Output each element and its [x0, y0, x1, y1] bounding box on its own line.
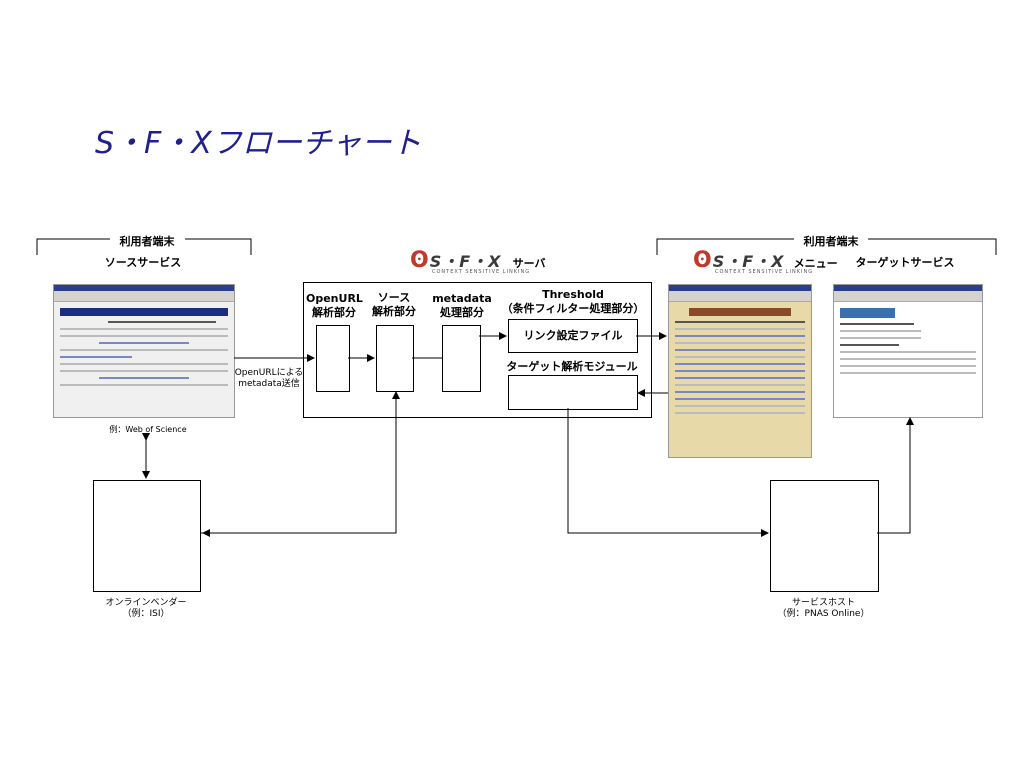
- openurl-send-note-line2: metadata送信: [238, 379, 300, 389]
- online-vendor-label: オンラインベンダー （例：ISI）: [93, 598, 199, 620]
- metadata-processor-label-line1: metadata: [432, 292, 492, 305]
- menu-label: メニュー: [793, 257, 838, 270]
- left-bracket-line: [36, 238, 110, 255]
- sfx-menu-screenshot: [668, 284, 812, 458]
- right-bracket-line-right: [868, 238, 997, 255]
- sfx-server-logo: ʘS・F・X サーバ CONTEXT SENSITIVE LINKING: [410, 248, 546, 275]
- metadata-processor-box: [442, 325, 481, 392]
- online-vendor-box: [93, 480, 201, 592]
- source-service-screenshot: [53, 284, 235, 418]
- openurl-parser-label: OpenURL 解析部分: [306, 292, 363, 320]
- source-service-label: ソースサービス: [104, 256, 182, 269]
- online-vendor-label-line1: オンラインベンダー: [105, 598, 187, 608]
- page-title: S・F・Xフローチャート: [95, 126, 422, 161]
- right-bracket-label: 利用者端末: [796, 233, 866, 249]
- service-host-box: [770, 480, 879, 592]
- left-bracket-line-right: [185, 238, 252, 255]
- openurl-send-note: OpenURLによる metadata送信: [232, 368, 306, 390]
- sfx-menu-logo: ʘS・F・X メニュー CONTEXT SENSITIVE LINKING: [693, 248, 838, 275]
- target-service-label: ターゲットサービス: [855, 256, 955, 269]
- service-host-label: サービスホスト （例：PNAS Online）: [770, 598, 877, 620]
- openurl-send-note-line1: OpenURLによる: [234, 368, 304, 378]
- sfx-logo-subtitle: CONTEXT SENSITIVE LINKING: [715, 269, 814, 275]
- source-parser-label: ソース 解析部分: [366, 291, 422, 319]
- link-config-file-box: リンク設定ファイル: [508, 319, 638, 353]
- openurl-parser-box: [316, 325, 350, 392]
- target-parser-module-label: ターゲット解析モジュール: [506, 360, 638, 373]
- sfx-swirl-icon: ʘ: [410, 248, 430, 273]
- service-host-label-line2: （例：PNAS Online）: [777, 609, 870, 619]
- openurl-parser-label-line2: 解析部分: [312, 306, 356, 319]
- server-label: サーバ: [512, 257, 546, 270]
- target-parser-module-box: [508, 375, 638, 410]
- threshold-label-line1: Threshold: [542, 288, 604, 301]
- source-parser-label-line1: ソース: [377, 291, 411, 304]
- openurl-parser-label-line1: OpenURL: [306, 292, 363, 305]
- sfx-logo-subtitle: CONTEXT SENSITIVE LINKING: [432, 269, 531, 275]
- metadata-processor-label-line2: 処理部分: [440, 306, 484, 319]
- source-parser-label-line2: 解析部分: [372, 305, 416, 318]
- link-config-file-label: リンク設定ファイル: [523, 329, 623, 342]
- metadata-processor-label: metadata 処理部分: [432, 292, 492, 320]
- service-host-label-line1: サービスホスト: [791, 598, 855, 608]
- threshold-label: Threshold （条件フィルター処理部分）: [498, 288, 648, 316]
- left-bracket-label: 利用者端末: [112, 233, 182, 249]
- sfx-swirl-icon: ʘ: [693, 248, 713, 273]
- right-bracket-line: [656, 238, 794, 255]
- source-example-label: 例：Web of Science: [109, 425, 187, 434]
- online-vendor-label-line2: （例：ISI）: [122, 609, 170, 619]
- vendor-to-source-parser-arrow: [201, 391, 400, 534]
- target-module-to-host-arrow: [567, 408, 769, 537]
- host-to-target-arrow: [877, 417, 914, 534]
- threshold-label-line2: （条件フィルター処理部分）: [501, 302, 645, 315]
